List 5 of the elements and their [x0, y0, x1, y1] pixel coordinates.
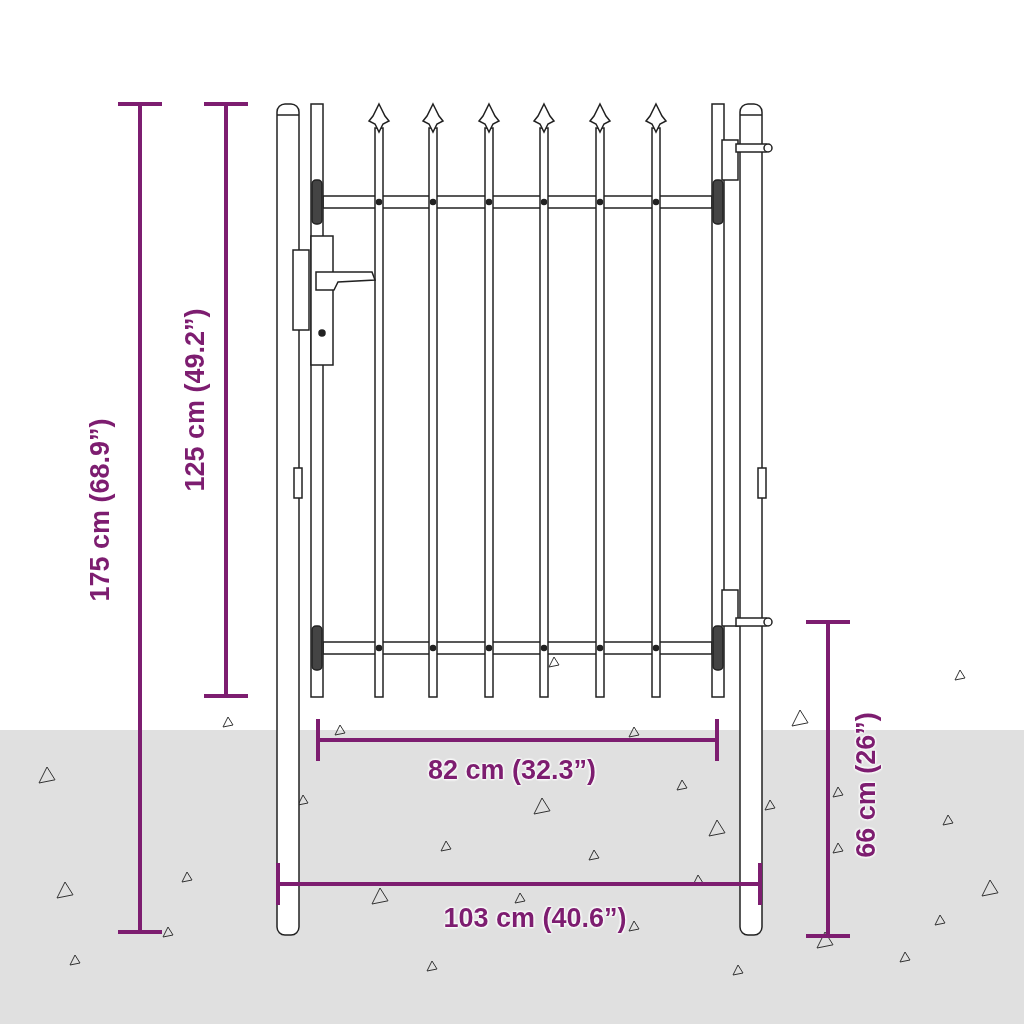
- dimension-label: 125 cm (49.2”): [179, 308, 211, 492]
- dimension-label: 66 cm (26”): [850, 712, 882, 858]
- dimension-label: 103 cm (40.6”): [443, 902, 627, 934]
- dimension-label: 175 cm (68.9”): [84, 418, 116, 602]
- dimension-label: 82 cm (32.3”): [427, 754, 597, 786]
